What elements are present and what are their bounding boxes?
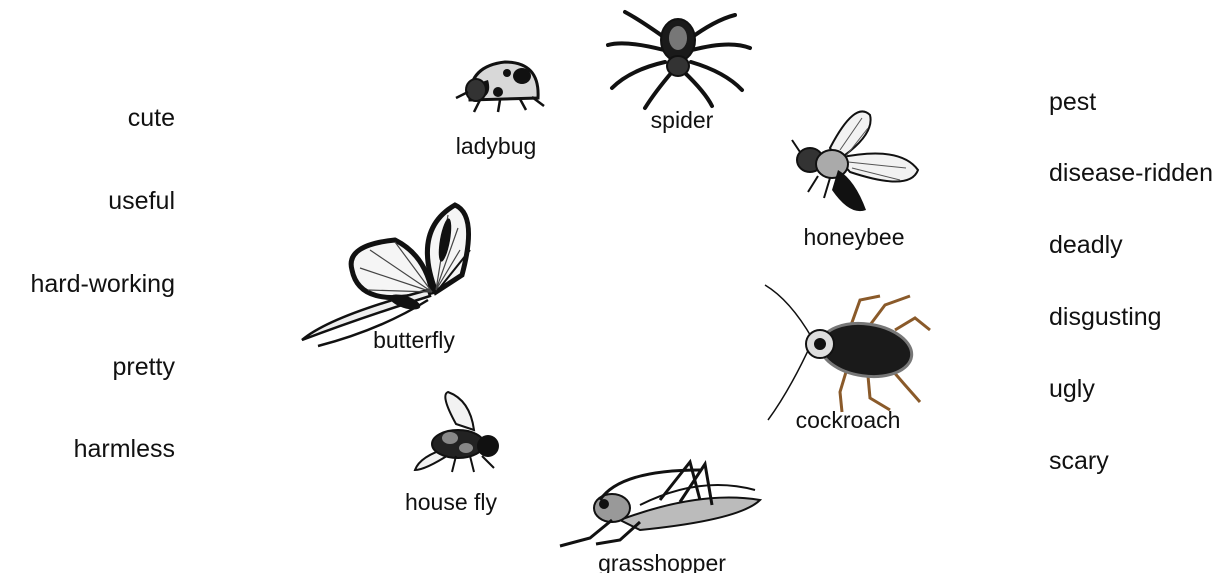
label-cockroach: cockroach bbox=[796, 406, 901, 434]
cockroach-icon bbox=[765, 285, 930, 420]
ladybug-icon bbox=[456, 62, 544, 112]
label-house-fly: house fly bbox=[405, 488, 497, 516]
grasshopper-icon bbox=[560, 462, 760, 546]
label-spider: spider bbox=[651, 106, 714, 134]
label-ladybug: ladybug bbox=[456, 132, 537, 160]
house-fly-icon bbox=[415, 392, 499, 472]
label-grasshopper: grasshopper bbox=[598, 549, 726, 573]
label-honeybee: honeybee bbox=[803, 223, 904, 251]
honeybee-icon bbox=[792, 111, 918, 211]
butterfly-icon bbox=[302, 205, 470, 346]
spider-icon bbox=[608, 12, 750, 108]
label-butterfly: butterfly bbox=[373, 326, 455, 354]
